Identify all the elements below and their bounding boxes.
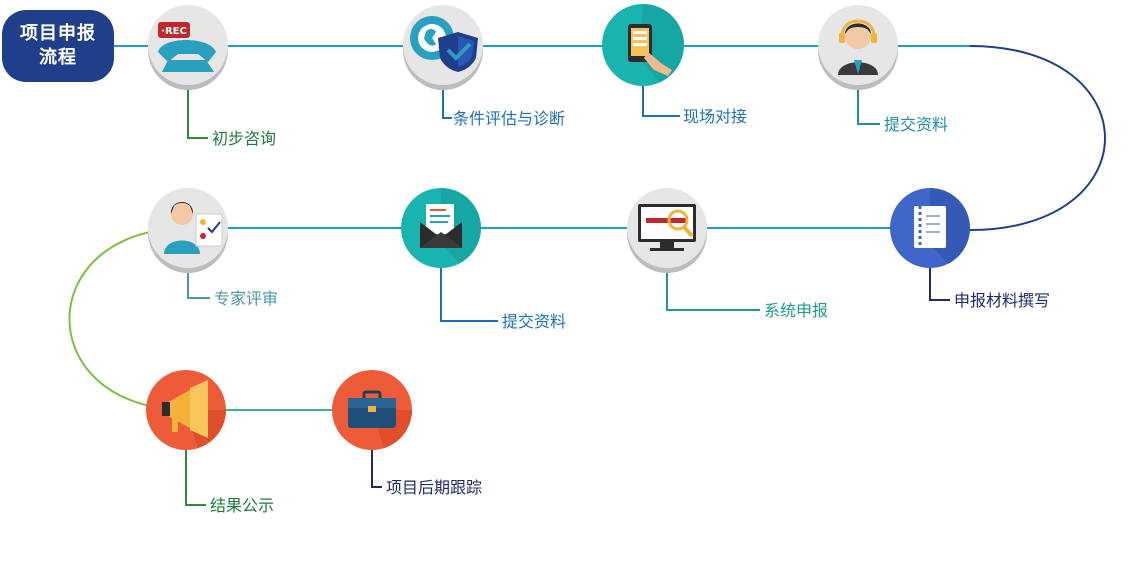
connector-left-curve — [68, 227, 189, 411]
step-label-2: 条件评估与诊断 — [453, 109, 566, 128]
leader-step-7 — [440, 268, 498, 322]
leader-step-9 — [185, 450, 206, 506]
step-label-7: 提交资料 — [502, 312, 567, 331]
leader-step-8 — [187, 268, 210, 299]
step-6-node — [627, 188, 707, 273]
connector-right-curve — [969, 45, 1106, 231]
step-label-6: 系统申报 — [764, 301, 829, 320]
step-7-node — [401, 188, 481, 268]
svg-text:·REC: ·REC — [161, 26, 187, 37]
leader-step-1 — [187, 86, 208, 139]
step-label-4: 提交资料 — [884, 115, 949, 134]
step-label-5: 申报材料撰写 — [954, 291, 1051, 310]
leader-step-4 — [857, 86, 880, 125]
step-2-node — [403, 5, 483, 90]
step-label-3: 现场对接 — [683, 107, 748, 126]
step-5-node — [890, 188, 971, 268]
leader-step-10 — [371, 450, 382, 488]
step-9-node — [146, 370, 226, 450]
flow-title-badge: 项目申报流程 — [2, 10, 114, 82]
leader-lines — [185, 86, 950, 506]
shield-check-icon — [410, 16, 478, 72]
step-8-node — [148, 188, 228, 273]
step-label-10: 项目后期跟踪 — [386, 478, 483, 497]
leader-step-3 — [642, 86, 680, 117]
expert-checklist-icon — [164, 202, 223, 254]
step-3-node — [602, 4, 684, 86]
step-label-8: 专家评审 — [214, 289, 279, 308]
notebook-icon — [914, 206, 946, 248]
monitor-search-icon — [638, 204, 696, 251]
tablet-hand-icon — [628, 24, 672, 76]
step-1-node: ·REC — [148, 5, 228, 90]
step-label-1: 初步咨询 — [212, 129, 277, 148]
leader-step-5 — [929, 268, 950, 301]
leader-step-6 — [666, 268, 760, 311]
megaphone-icon — [162, 380, 208, 438]
rec-phone-icon: ·REC — [158, 22, 216, 72]
briefcase-icon — [348, 390, 396, 428]
flow-title: 项目申报流程 — [20, 23, 96, 68]
step-4-node — [818, 5, 898, 90]
customer-service-icon — [838, 19, 878, 75]
leader-step-2 — [442, 86, 452, 119]
step-10-node — [332, 370, 412, 450]
envelope-document-icon — [420, 204, 462, 248]
step-label-9: 结果公示 — [210, 496, 275, 515]
